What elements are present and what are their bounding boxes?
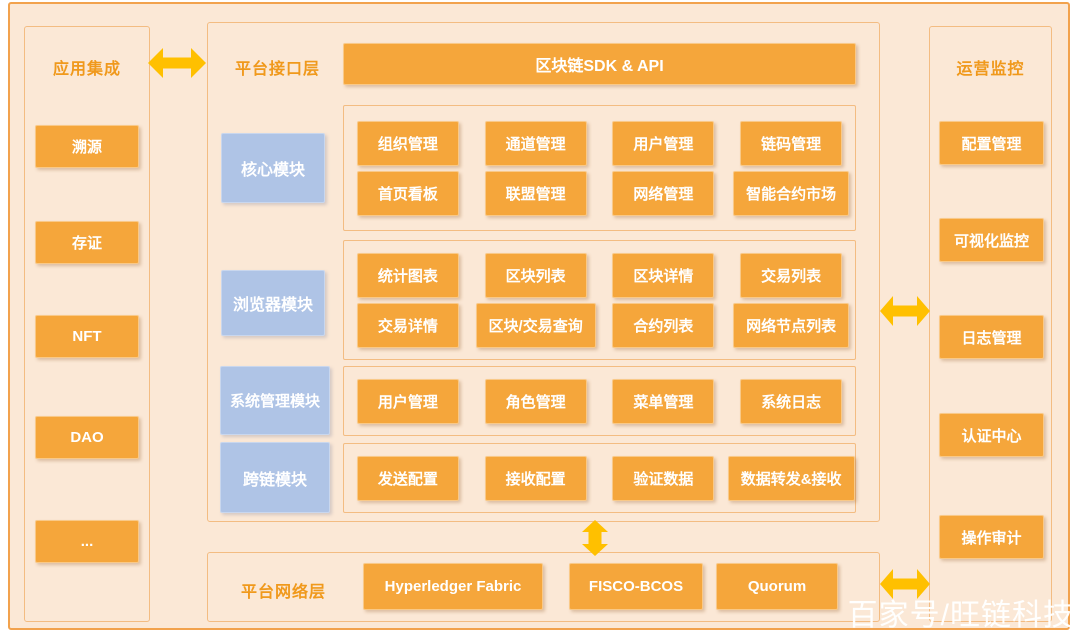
node-block-detail: 区块详情 — [612, 252, 715, 298]
node-send-config: 发送配置 — [356, 455, 459, 501]
module-system-mgmt: 系统管理模块 — [220, 366, 330, 435]
interface-layer-title: 平台接口层 — [235, 61, 321, 78]
node-tx-list: 交易列表 — [740, 252, 843, 298]
node-nft: NFT — [35, 315, 139, 358]
node-alliance-mgmt: 联盟管理 — [484, 170, 587, 216]
node-receive-config: 接收配置 — [484, 455, 587, 501]
arrow-interface-right-icon — [880, 296, 930, 326]
node-auth-center: 认证中心 — [939, 413, 1044, 457]
node-config-mgmt: 配置管理 — [939, 121, 1044, 165]
arrow-left-interface-icon — [148, 48, 206, 78]
network-layer-panel: 平台网络层 Hyperledger Fabric FISCO-BCOS Quor… — [207, 552, 880, 622]
app-integration-title: 应用集成 — [52, 61, 121, 78]
node-tx-detail: 交易详情 — [356, 302, 459, 348]
node-menu-mgmt: 菜单管理 — [612, 378, 715, 424]
node-role-mgmt: 角色管理 — [484, 378, 587, 424]
node-log-mgmt: 日志管理 — [939, 315, 1044, 359]
module-explorer: 浏览器模块 — [221, 270, 325, 336]
node-chaincode-mgmt: 链码管理 — [740, 120, 843, 166]
core-module-group: 组织管理 通道管理 用户管理 链码管理 首页看板 联盟管理 网络管理 智能合约市… — [343, 105, 856, 231]
node-network-node-list: 网络节点列表 — [733, 302, 850, 348]
app-integration-panel: 应用集成 溯源 存证 NFT DAO ... — [24, 26, 150, 622]
node-block-list: 区块列表 — [484, 252, 587, 298]
node-evidence: 存证 — [35, 221, 139, 264]
node-data-forward-receive: 数据转发&接收 — [727, 455, 855, 501]
node-fisco-bcos: FISCO-BCOS — [569, 563, 703, 610]
explorer-module-group: 统计图表 区块列表 区块详情 交易列表 交易详情 区块/交易查询 合约列表 网络… — [343, 240, 856, 360]
node-block-tx-query: 区块/交易查询 — [475, 302, 596, 348]
node-smart-contract-market: 智能合约市场 — [733, 170, 850, 216]
system-mgmt-group: 用户管理 角色管理 菜单管理 系统日志 — [343, 366, 856, 436]
node-org-mgmt: 组织管理 — [356, 120, 459, 166]
ops-monitoring-title: 运营监控 — [956, 61, 1025, 78]
node-hyperledger-fabric: Hyperledger Fabric — [363, 563, 543, 610]
node-channel-mgmt: 通道管理 — [484, 120, 587, 166]
node-more: ... — [35, 520, 139, 563]
arrow-network-right-icon — [880, 569, 930, 599]
module-cross-chain: 跨链模块 — [220, 442, 330, 513]
node-quorum: Quorum — [716, 563, 838, 610]
node-user-mgmt: 用户管理 — [612, 120, 715, 166]
node-home-dashboard: 首页看板 — [356, 170, 459, 216]
sdk-api-bar: 区块链SDK & API — [343, 43, 856, 85]
node-network-mgmt: 网络管理 — [612, 170, 715, 216]
node-stat-charts: 统计图表 — [356, 252, 459, 298]
diagram-canvas: 应用集成 溯源 存证 NFT DAO ... 平台接口层 区块链SDK & AP… — [8, 2, 1070, 630]
network-layer-title: 平台网络层 — [241, 584, 327, 601]
arrow-interface-network-icon — [582, 520, 608, 556]
module-core: 核心模块 — [221, 133, 325, 203]
node-contract-list: 合约列表 — [612, 302, 715, 348]
cross-chain-group: 发送配置 接收配置 验证数据 数据转发&接收 — [343, 443, 856, 513]
ops-monitoring-panel: 运营监控 配置管理 可视化监控 日志管理 认证中心 操作审计 — [929, 26, 1052, 622]
node-sys-user-mgmt: 用户管理 — [356, 378, 459, 424]
interface-layer-panel: 平台接口层 区块链SDK & API 核心模块 浏览器模块 系统管理模块 跨链模… — [207, 22, 880, 522]
node-verify-data: 验证数据 — [612, 455, 715, 501]
node-system-log: 系统日志 — [740, 378, 843, 424]
node-traceability: 溯源 — [35, 125, 139, 168]
node-operation-audit: 操作审计 — [939, 515, 1044, 559]
node-visual-monitoring: 可视化监控 — [939, 218, 1044, 262]
watermark-text: 百家号/旺链科技 — [847, 599, 1074, 632]
node-dao: DAO — [35, 416, 139, 459]
